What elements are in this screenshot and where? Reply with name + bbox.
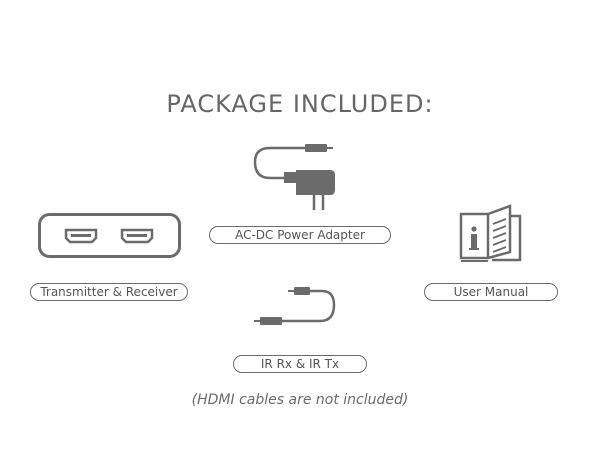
- ir-cable-icon: [254, 287, 336, 325]
- manual-book-icon: [459, 204, 522, 262]
- page-title: PACKAGE INCLUDED:: [166, 90, 434, 118]
- hdmi-cables-note: (HDMI cables are not included): [191, 392, 409, 408]
- label-power-adapter: AC-DC Power Adapter: [209, 226, 391, 244]
- label-transmitter-receiver: Transmitter & Receiver: [30, 283, 188, 301]
- label-ir-rx-tx: IR Rx & IR Tx: [233, 355, 367, 373]
- label-user-manual: User Manual: [424, 283, 558, 301]
- hdmi-box-icon: [38, 213, 181, 258]
- power-adapter-icon: [253, 144, 335, 210]
